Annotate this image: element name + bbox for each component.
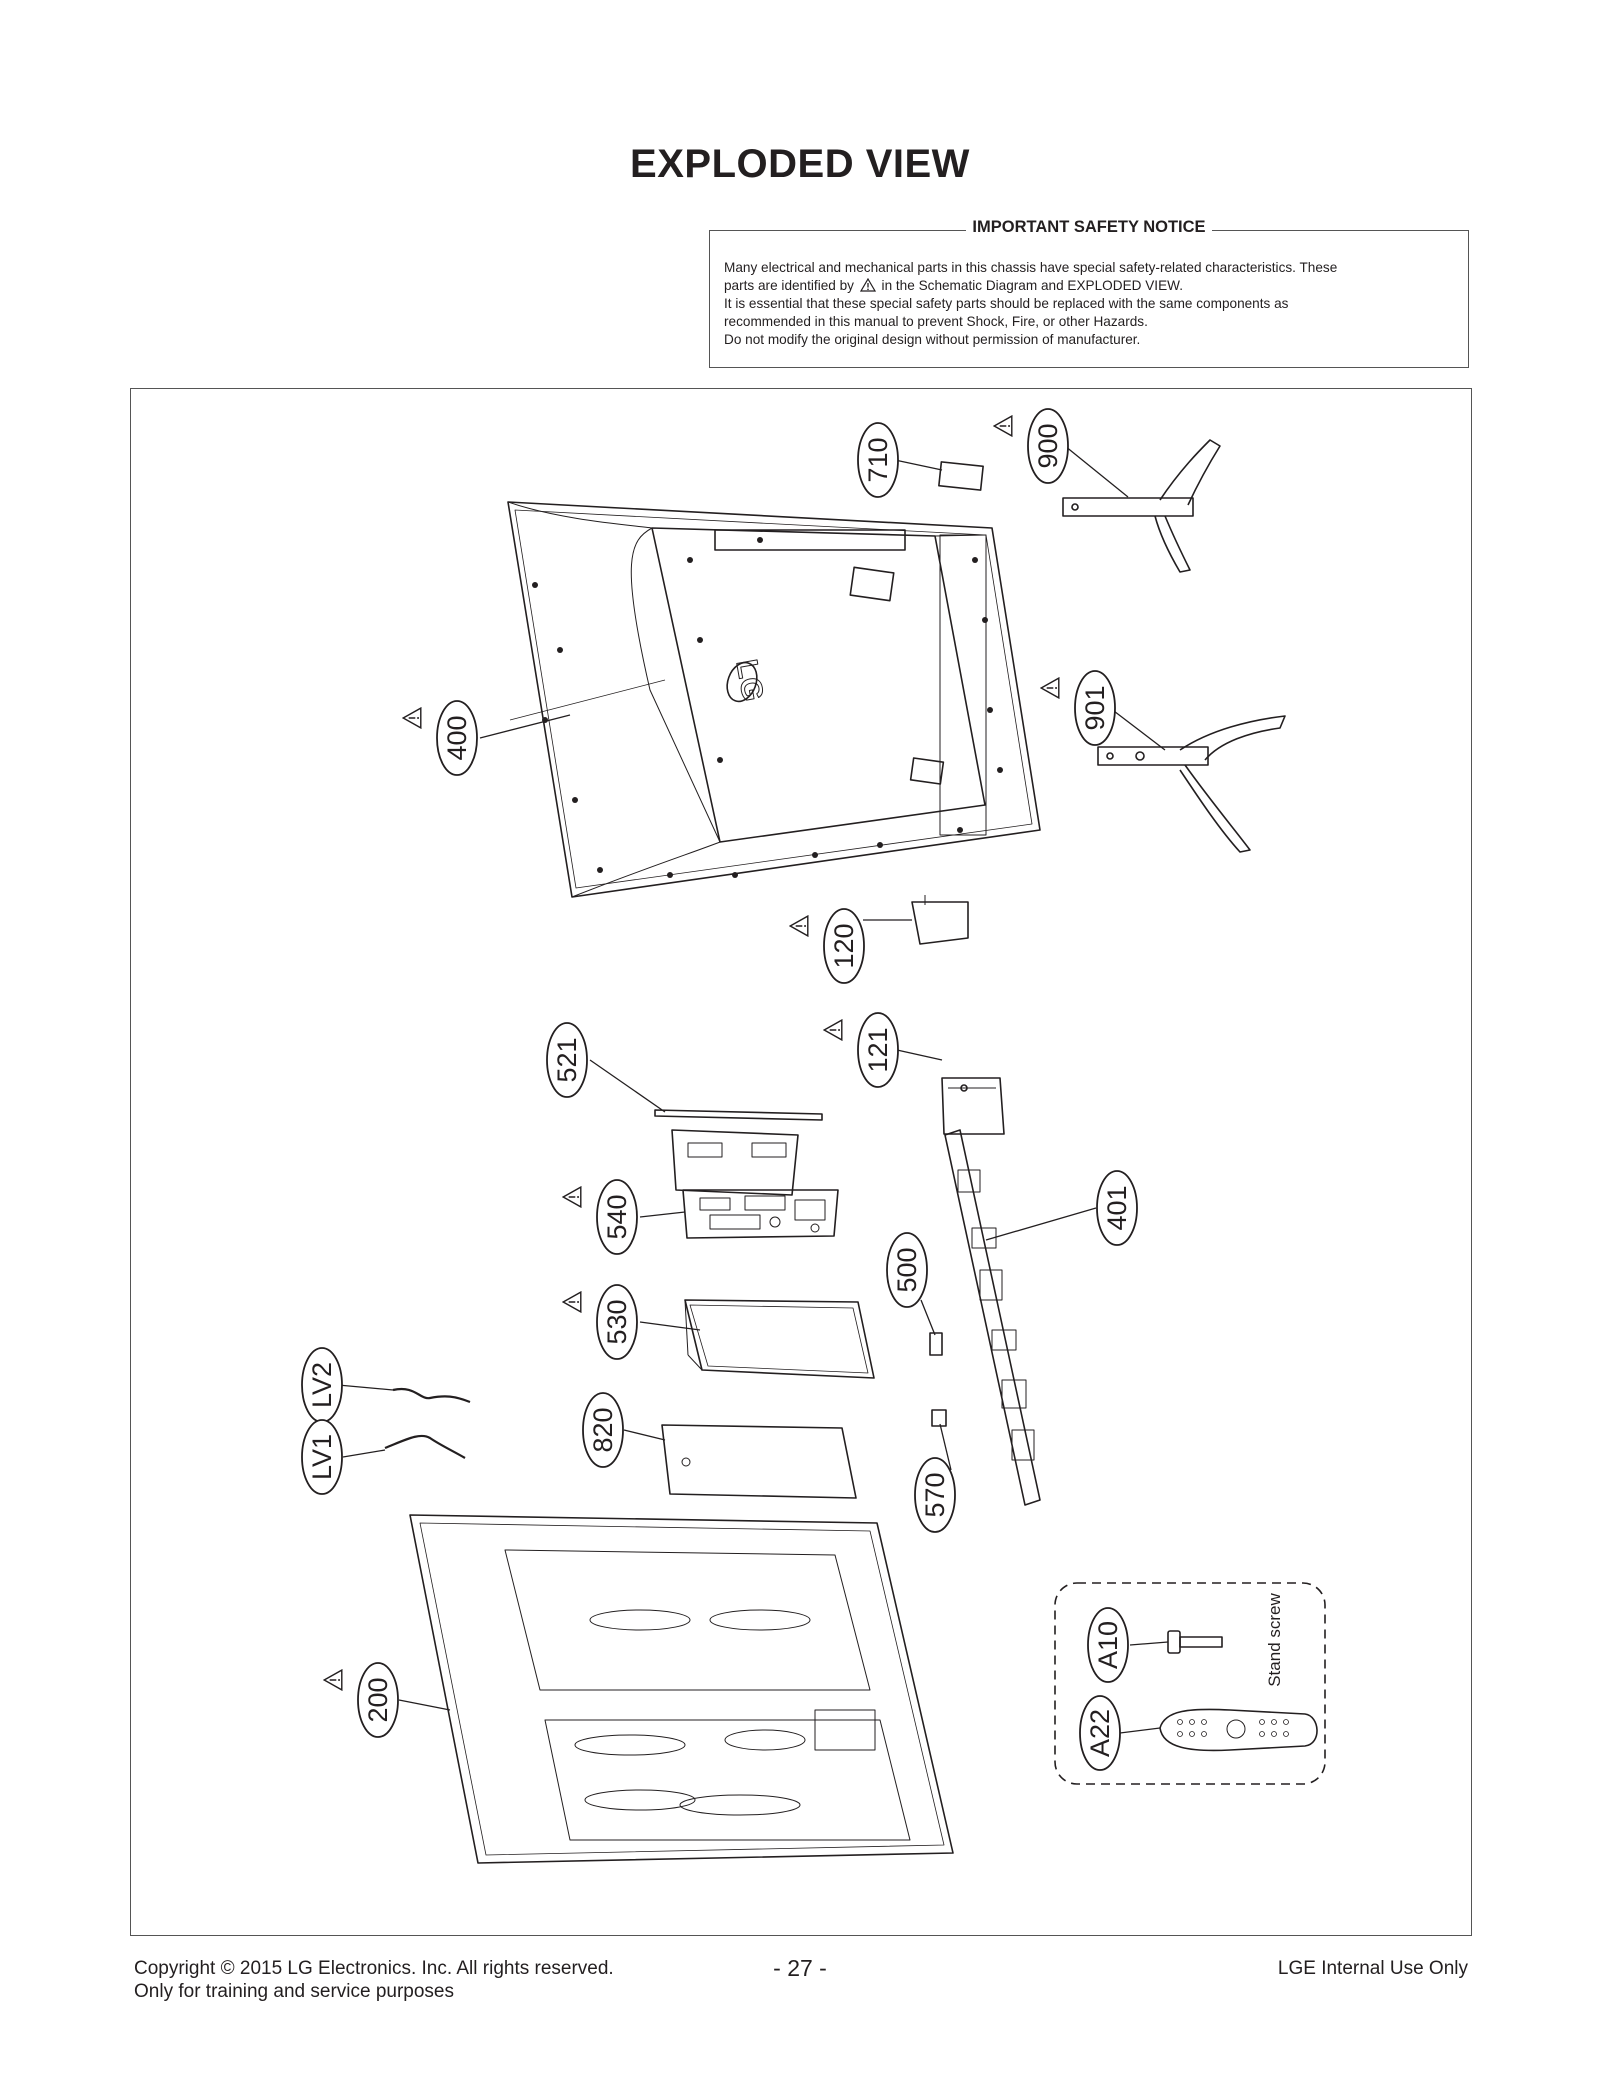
part-500-drawing: [929, 1332, 943, 1356]
notice-line: parts are identified by in the Schematic…: [724, 278, 1183, 293]
part-121-drawing: [941, 1077, 1005, 1135]
safety-warning-icon: [323, 1669, 343, 1691]
callout-label: 710: [863, 437, 893, 482]
main-board-540-drawing: [682, 1189, 839, 1239]
part-120-drawing: [911, 895, 969, 945]
callout-label: 401: [1102, 1185, 1132, 1230]
stand-901-drawing: [1097, 715, 1286, 853]
callout-500: 500: [886, 1232, 928, 1308]
notice-line: Do not modify the original design withou…: [724, 332, 1141, 347]
callout-label: 521: [552, 1037, 582, 1082]
callout-120: 120: [789, 908, 865, 984]
safety-warning-icon: [1040, 677, 1060, 699]
callout-540: 540: [562, 1179, 638, 1255]
callout-400: 400: [402, 700, 478, 776]
part-521-drawing: [654, 1109, 823, 1121]
safety-warning-icon: [562, 1291, 582, 1313]
frame-rail-401-drawing: [944, 1129, 1041, 1506]
callout-521: 521: [546, 1022, 588, 1098]
page-title: EXPLODED VIEW: [630, 142, 970, 186]
part-570-drawing: [931, 1409, 947, 1427]
safety-warning-icon: [562, 1186, 582, 1208]
page-number: - 27 -: [773, 1955, 827, 1981]
cable-lv1-drawing: [384, 1434, 466, 1459]
safety-warning-icon: [789, 915, 809, 937]
callout-label: 530: [602, 1299, 632, 1344]
diagram-frame: [130, 388, 1472, 1936]
safety-warning-icon: [823, 1019, 843, 1041]
safety-notice-body: Many electrical and mechanical parts in …: [724, 259, 1454, 349]
callout-200: 200: [323, 1662, 399, 1738]
insulator-820-drawing: [661, 1424, 857, 1499]
back-cover-drawing: [507, 501, 1041, 898]
purpose-text: Only for training and service purposes: [134, 1981, 454, 2002]
callout-710: 710: [857, 422, 899, 498]
cable-lv2-drawing: [392, 1387, 471, 1404]
callout-label: 120: [829, 923, 859, 968]
callout-a22: A22: [1079, 1695, 1121, 1771]
notice-line: It is essential that these special safet…: [724, 296, 1289, 311]
callout-401: 401: [1096, 1170, 1138, 1246]
stand-screw-a10-drawing: [1167, 1630, 1223, 1654]
callout-a10: A10: [1087, 1607, 1129, 1683]
callout-label: 901: [1080, 685, 1110, 730]
callout-label: LV1: [307, 1434, 337, 1480]
callout-lv2: LV2: [301, 1347, 343, 1423]
main-board-bracket-drawing: [671, 1129, 799, 1196]
callout-label: A22: [1085, 1709, 1115, 1757]
callout-label: 500: [892, 1247, 922, 1292]
power-board-530-drawing: [684, 1299, 875, 1379]
copyright-text: Copyright © 2015 LG Electronics. Inc. Al…: [134, 1958, 614, 1979]
callout-900: 900: [993, 408, 1069, 484]
stand-900-drawing: [1062, 439, 1221, 573]
part-710-drawing: [938, 461, 984, 491]
callout-label: 200: [363, 1677, 393, 1722]
callout-label: 400: [442, 715, 472, 760]
footer-right: LGE Internal Use Only: [1277, 1958, 1468, 1979]
callout-820: 820: [582, 1392, 624, 1468]
callout-570: 570: [914, 1457, 956, 1533]
safety-warning-icon: [993, 415, 1013, 437]
callout-label: 900: [1033, 423, 1063, 468]
remote-control-a22-drawing: [1159, 1708, 1318, 1752]
notice-line: Many electrical and mechanical parts in …: [724, 260, 1338, 275]
safety-warning-icon: [402, 707, 422, 729]
footer-left: Copyright © 2015 LG Electronics. Inc. Al…: [134, 1957, 614, 2003]
callout-901: 901: [1040, 670, 1116, 746]
callout-530: 530: [562, 1284, 638, 1360]
accessory-box: [1054, 1582, 1326, 1785]
safety-notice: IMPORTANT SAFETY NOTICE Many electrical …: [709, 218, 1469, 368]
stand-screw-label: Stand screw: [1265, 1593, 1284, 1687]
leader-lines: [337, 445, 1169, 1734]
callout-label: LV2: [307, 1362, 337, 1408]
callout-lv1: LV1: [301, 1419, 343, 1495]
callout-label: 121: [863, 1027, 893, 1072]
safety-notice-heading: IMPORTANT SAFETY NOTICE: [966, 218, 1212, 236]
callout-label: 540: [602, 1194, 632, 1239]
callout-label: A10: [1093, 1621, 1123, 1669]
display-module-200-drawing: [409, 1514, 954, 1864]
callout-label: 570: [920, 1472, 950, 1517]
callout-121: 121: [823, 1012, 899, 1088]
callout-label: 820: [588, 1407, 618, 1452]
warning-triangle-icon: [859, 278, 876, 292]
notice-line: recommended in this manual to prevent Sh…: [724, 314, 1148, 329]
lg-logo: LG: [729, 657, 769, 704]
